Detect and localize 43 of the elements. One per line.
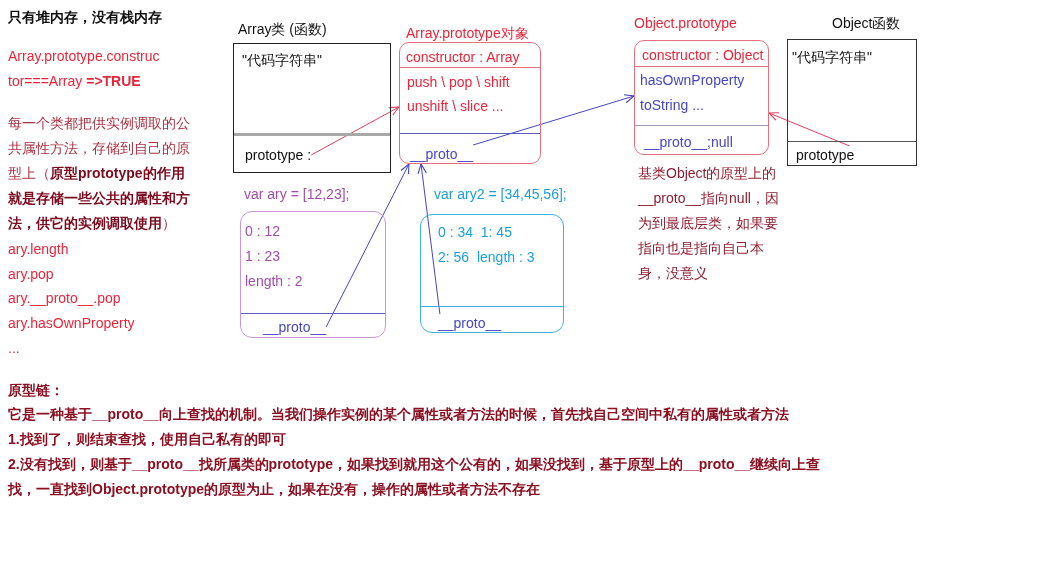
property-label: 1 : 23 — [245, 247, 281, 265]
property-label: 2: 56 length : 3 — [438, 248, 535, 266]
arrow — [310, 106, 400, 156]
code-string-text: "代码字符串" — [242, 51, 322, 69]
object-title: Array.prototype对象 — [406, 24, 529, 42]
class-title: Array类 (函数) — [238, 20, 327, 38]
constructor-label: constructor : Object — [642, 46, 764, 64]
constructor-label: constructor : Array — [406, 48, 520, 66]
method-list-text: unshift \ slice ... — [407, 97, 504, 115]
property-label: prototype — [796, 146, 855, 164]
object-title: Object.prototype — [634, 14, 737, 32]
code-line: ary.length — [8, 240, 69, 259]
code-line: ... — [8, 339, 20, 358]
arrow — [325, 163, 410, 328]
arrow — [768, 112, 851, 147]
arrow — [472, 94, 635, 146]
code-string-text: "代码字符串" — [792, 48, 872, 66]
chain-description: 它是一种基于__proto__向上查找的机制。当我们操作实例的某个属性或者方法的时候，首先找自己空间中私有的属性或者方法 — [8, 405, 790, 424]
method-name: hasOwnProperty — [640, 71, 745, 89]
section-heading: 原型链： — [8, 381, 64, 400]
proto-label: __proto__ — [410, 145, 474, 163]
method-name: toString ... — [640, 96, 704, 114]
chain-step: 1.找到了，则结束查找，使用自己私有的即可 — [8, 427, 823, 452]
variable-declaration: var ary = [12,23]; — [244, 185, 350, 203]
property-label: 0 : 34 1: 45 — [438, 223, 512, 241]
variable-declaration: var ary2 = [34,45,56]; — [434, 185, 567, 203]
null-note: 基类Object的原型上的__proto__指向null，因为到最底层类，如果要指向也是指向自己本身，没意义 — [638, 164, 780, 283]
property-label: prototype : — [245, 146, 312, 164]
equality-note: Array.prototype.constructor===Array =>TRUE — [8, 47, 161, 91]
property-label: length : 2 — [245, 272, 303, 290]
method-list-text: push \ pop \ shift — [407, 73, 510, 91]
property-label: 0 : 12 — [245, 222, 281, 240]
prototype-note: 每一个类都把供实例调取的公共属性方法，存储到自己的原型上（原型prototype的作用就是存储一些公共的属性和方法，供它的实例调取使用） — [8, 114, 191, 233]
proto-label: __proto__ — [438, 314, 502, 332]
code-line: ary.__proto__.pop — [8, 289, 121, 308]
page-title: 只有堆内存，没有栈内存 — [8, 8, 162, 26]
proto-label: __proto__;null — [644, 133, 733, 151]
code-line: ary.pop — [8, 265, 54, 284]
chain-step: 2.没有找到，则基于__proto__找所属类的prototype，如果找到就用这个公有的，如果没找到，基于原型上的__proto__继续向上查找，一直找到Object.prototype的原型为止，如果在没有，操作的属性或者方法不存在 — [8, 452, 823, 502]
proto-label: __proto__ — [263, 318, 327, 336]
function-title: Object函数 — [832, 14, 901, 32]
arrow — [417, 163, 441, 315]
code-line: ary.hasOwnProperty — [8, 314, 135, 333]
